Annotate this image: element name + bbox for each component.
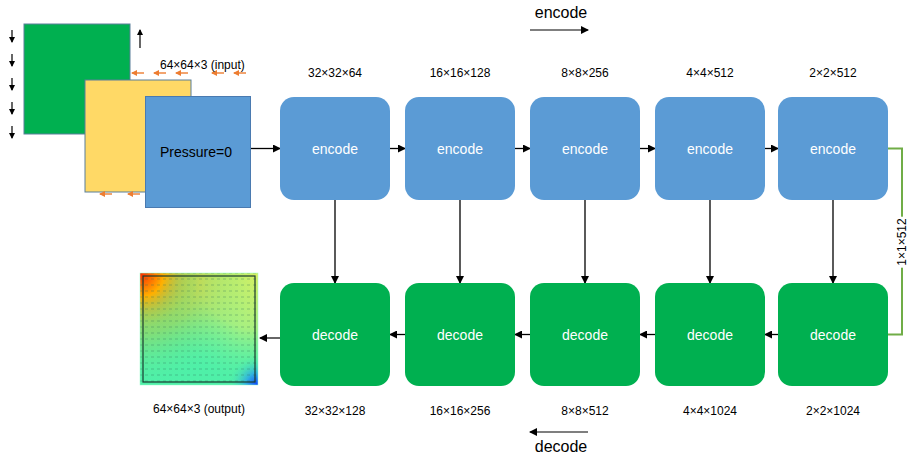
decoder-block: decode [530,283,640,386]
flow-arrow [334,200,335,283]
block-label: Pressure=0 [160,144,232,160]
encoder-block: encode [655,97,765,200]
dimension-label: 16×16×128 [430,66,491,80]
dimension-label: 8×8×512 [561,404,608,418]
flow-arrow [584,200,585,283]
dimension-label: 8×8×256 [561,66,608,80]
block-label: decode [312,327,358,343]
flow-arrow [832,200,833,283]
encoder-block: encode [280,97,390,200]
dimension-label: 32×32×128 [305,404,366,418]
decoder-block: decode [280,283,390,386]
block-label: decode [562,327,608,343]
dimension-label: 4×4×512 [686,66,733,80]
block-label: decode [437,327,483,343]
flow-arrow [390,148,405,149]
dimension-label: 64×64×3 (output) [153,402,245,416]
block-label: encode [687,141,733,157]
decoder-block: decode [405,283,515,386]
flow-arrow [640,148,655,149]
flow-arrow [640,334,655,335]
encoder-block: encode [530,97,640,200]
flow-arrow [765,334,778,335]
encoder-block: encode [405,97,515,200]
decoder-block: decode [778,283,888,386]
flow-arrow [515,148,530,149]
block-label: decode [687,327,733,343]
dimension-label: 2×2×512 [809,66,856,80]
dimension-label: 4×4×1024 [683,404,737,418]
decoder-block: decode [655,283,765,386]
flow-arrow [390,334,405,335]
block-label: decode [810,327,856,343]
dimension-label: 32×32×64 [308,66,362,80]
flow-arrow [459,200,460,283]
dimension-label: 64×64×3 (input) [160,58,245,72]
dimension-label: 16×16×256 [430,404,491,418]
block-label: encode [810,141,856,157]
block-label: encode [437,141,483,157]
direction-label: encode [535,4,588,22]
edge-label: 1×1×512 [895,216,909,267]
dimension-label: 2×2×1024 [806,404,860,418]
encoder-block: encode [778,97,888,200]
flow-arrow [709,200,710,283]
block-label: encode [312,141,358,157]
input-pressure-box: Pressure=0 [145,96,251,208]
block-label: encode [562,141,608,157]
flow-arrow [765,148,778,149]
flow-arrow [515,334,530,335]
flow-arrow [251,148,280,149]
direction-label: decode [535,438,588,456]
